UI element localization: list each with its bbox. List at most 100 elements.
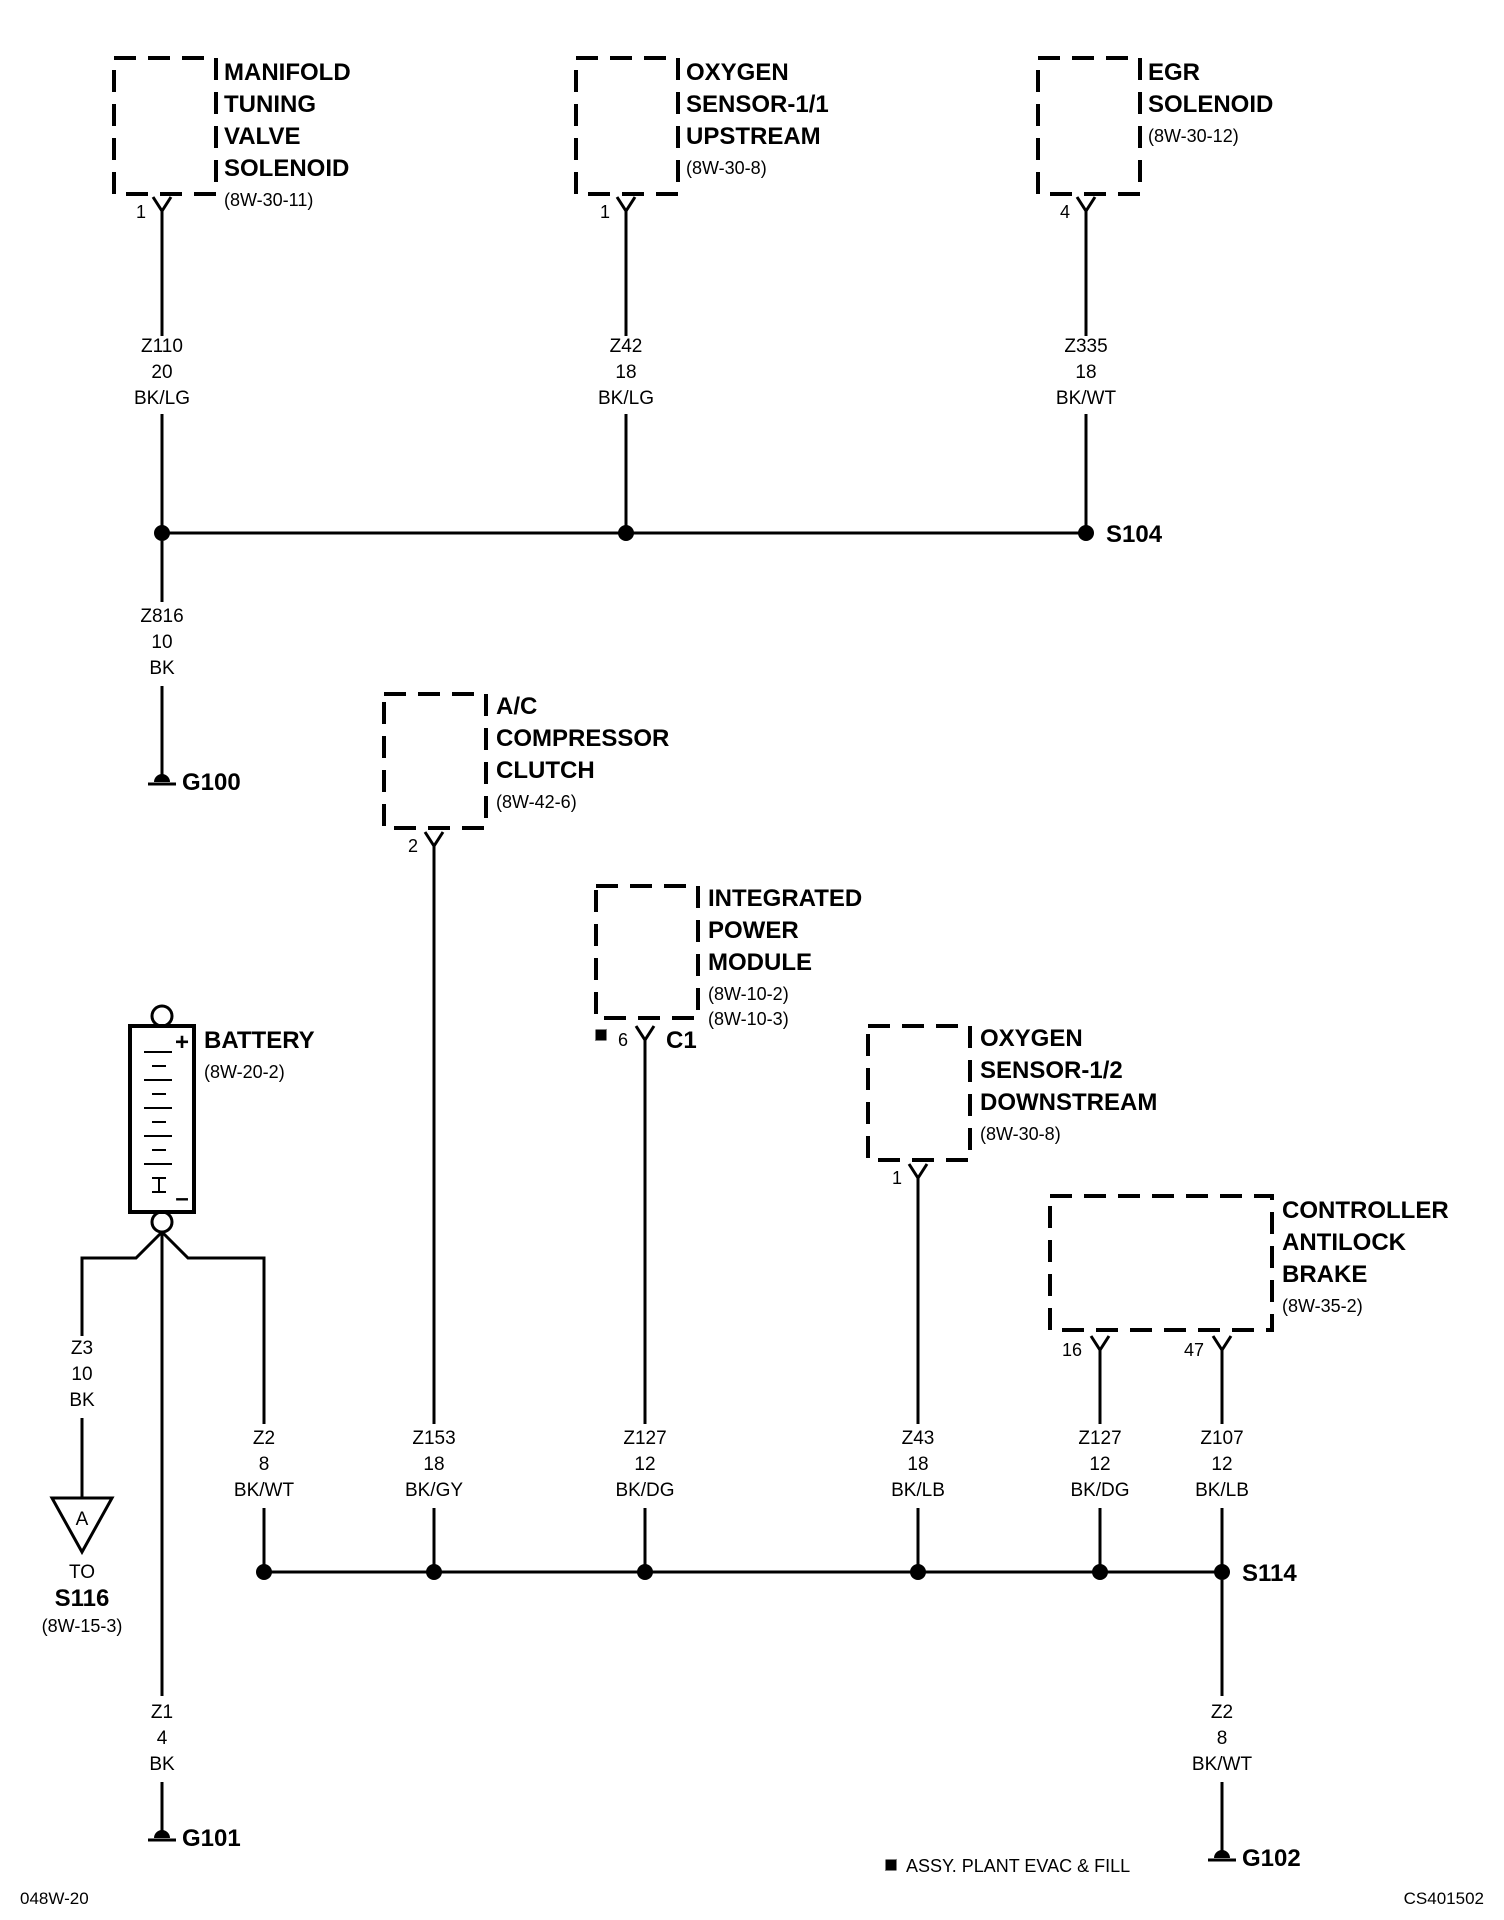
- connector-ref: (8W-15-3): [42, 1616, 123, 1636]
- battery-body: [128, 1024, 196, 1214]
- wire-label-gauge: 18: [615, 362, 636, 383]
- wire-label-gauge: 12: [634, 1454, 655, 1475]
- branch-z3: [80, 1230, 164, 1336]
- pin-connector-symbol: [907, 1163, 929, 1190]
- legend-text: ASSY. PLANT EVAC & FILL: [906, 1856, 1130, 1876]
- name-line-2: ANTILOCK: [1282, 1229, 1407, 1256]
- integrated-power-module: INTEGRATED POWER MODULE (8W-10-2) (8W-10…: [594, 884, 862, 1054]
- ref-text-1: (8W-10-2): [708, 984, 789, 1004]
- ref-text: (8W-20-2): [204, 1062, 285, 1082]
- junction-dot: [1214, 1564, 1230, 1580]
- name-line-1: OXYGEN: [686, 59, 789, 86]
- wire-label-code: Z816: [140, 606, 183, 627]
- legend-note: ASSY. PLANT EVAC & FILL: [884, 1856, 1130, 1876]
- lower-wire-segments: [262, 1508, 1224, 1572]
- name-line-2: POWER: [708, 917, 799, 944]
- wire-label-color: BK: [69, 1390, 95, 1411]
- ac-compressor-clutch: A/C COMPRESSOR CLUTCH (8W-42-6) 2: [382, 692, 669, 858]
- wire-label-code: Z110: [141, 336, 183, 357]
- name-line-3: UPSTREAM: [686, 123, 821, 150]
- pin-connector-symbol: [423, 831, 445, 858]
- wire-label-code: Z42: [610, 336, 643, 357]
- component-box: [866, 1024, 972, 1162]
- name-line-2: COMPRESSOR: [496, 725, 669, 752]
- battery-plus: +: [175, 1029, 189, 1056]
- pin-connector-symbol: [151, 196, 173, 224]
- ground-g102: G102: [1208, 1845, 1301, 1872]
- wire-label-gauge: 12: [1211, 1454, 1232, 1475]
- wire-label-code: Z153: [412, 1428, 455, 1449]
- wire-label-gauge: 10: [151, 632, 172, 653]
- name-line-3: VALVE: [224, 123, 300, 150]
- splice-label: S114: [1242, 1560, 1297, 1587]
- wire-label-color: BK/WT: [1056, 388, 1117, 409]
- connector-letter: A: [76, 1509, 89, 1530]
- component-box: [112, 56, 218, 196]
- name-line-4: SOLENOID: [224, 155, 349, 182]
- label-bg: [140, 1700, 184, 1782]
- page-number: 048W-20: [20, 1889, 89, 1908]
- pin-number-b: 47: [1184, 1340, 1204, 1360]
- ground-symbol: [154, 774, 170, 782]
- wire-label-code: Z2: [253, 1428, 275, 1449]
- wire-label-gauge: 18: [907, 1454, 928, 1475]
- wire-label-gauge: 18: [423, 1454, 444, 1475]
- ref-text: (8W-30-8): [980, 1124, 1061, 1144]
- wire-label-color: BK/LB: [891, 1480, 945, 1501]
- name-line-2: SOLENOID: [1148, 91, 1273, 118]
- ground-symbol: [154, 1830, 170, 1838]
- wire-label-code: Z127: [623, 1428, 666, 1449]
- pin-number: 6: [618, 1030, 628, 1050]
- controller-antilock-brake: CONTROLLER ANTILOCK BRAKE (8W-35-2) 16 4…: [1048, 1194, 1449, 1362]
- ref-text: (8W-30-12): [1148, 126, 1239, 146]
- ground-label: G101: [182, 1825, 241, 1852]
- lower-wire-labels: Z2 8 BK/WT Z153 18 BK/GY Z127 12 BK/DG Z…: [234, 1426, 1252, 1508]
- evac-fill-marker-icon: [594, 1028, 607, 1041]
- manifold-tuning-valve-solenoid: MANIFOLD TUNING VALVE SOLENOID (8W-30-11…: [112, 56, 351, 224]
- splice-s104: S104: [154, 521, 1163, 548]
- branch-z2-left: [160, 1230, 266, 1424]
- wire-label-code: Z127: [1078, 1428, 1121, 1449]
- junction-dot: [910, 1564, 926, 1580]
- offpage-triangle-icon: [49, 1496, 115, 1556]
- component-box: [382, 692, 488, 830]
- name-line-1: A/C: [496, 693, 537, 720]
- ref-text: (8W-30-8): [686, 158, 767, 178]
- junction-dot: [426, 1564, 442, 1580]
- wire-label-gauge: 12: [1089, 1454, 1110, 1475]
- wire-label-gauge: 4: [157, 1728, 168, 1749]
- splice-s114: S114: [256, 1560, 1297, 1587]
- name-line-1: OXYGEN: [980, 1025, 1083, 1052]
- connector-splice: S116: [55, 1585, 110, 1612]
- wire-label-color: BK: [149, 658, 175, 679]
- battery: + – BATTERY (8W-20-2): [128, 1004, 315, 1234]
- ground-label: G102: [1242, 1845, 1301, 1872]
- component-box: [594, 884, 700, 1020]
- connector-to: TO: [69, 1562, 95, 1583]
- ref-text: (8W-42-6): [496, 792, 577, 812]
- name-line-1: EGR: [1148, 59, 1200, 86]
- ref-text: (8W-35-2): [1282, 1296, 1363, 1316]
- name-line-2: TUNING: [224, 91, 316, 118]
- battery-post-bottom: [150, 1210, 174, 1234]
- pin-number: 1: [136, 202, 146, 222]
- evac-fill-marker-icon: [884, 1858, 897, 1871]
- wire-label-color: BK/DG: [1070, 1480, 1129, 1501]
- egr-solenoid: EGR SOLENOID (8W-30-12) 4: [1036, 56, 1273, 224]
- wire-label-color: BK: [149, 1754, 175, 1775]
- name-line-1: INTEGRATED: [708, 885, 862, 912]
- wire-label-code: Z1: [151, 1702, 173, 1723]
- wire-label-color: BK/LG: [134, 388, 190, 409]
- ground-symbol: [1214, 1850, 1230, 1858]
- junction-dot: [154, 525, 170, 541]
- junction-dot: [256, 1564, 272, 1580]
- pin-number: 2: [408, 836, 418, 856]
- battery-post-top: [150, 1004, 174, 1028]
- wire-label-code: Z43: [902, 1428, 935, 1449]
- name-line-1: CONTROLLER: [1282, 1197, 1449, 1224]
- battery-name: BATTERY: [204, 1027, 315, 1054]
- splice-label: S104: [1106, 521, 1163, 548]
- wire-label-gauge: 8: [259, 1454, 270, 1475]
- name-line-3: DOWNSTREAM: [980, 1089, 1157, 1116]
- ref-text: (8W-30-11): [224, 190, 313, 210]
